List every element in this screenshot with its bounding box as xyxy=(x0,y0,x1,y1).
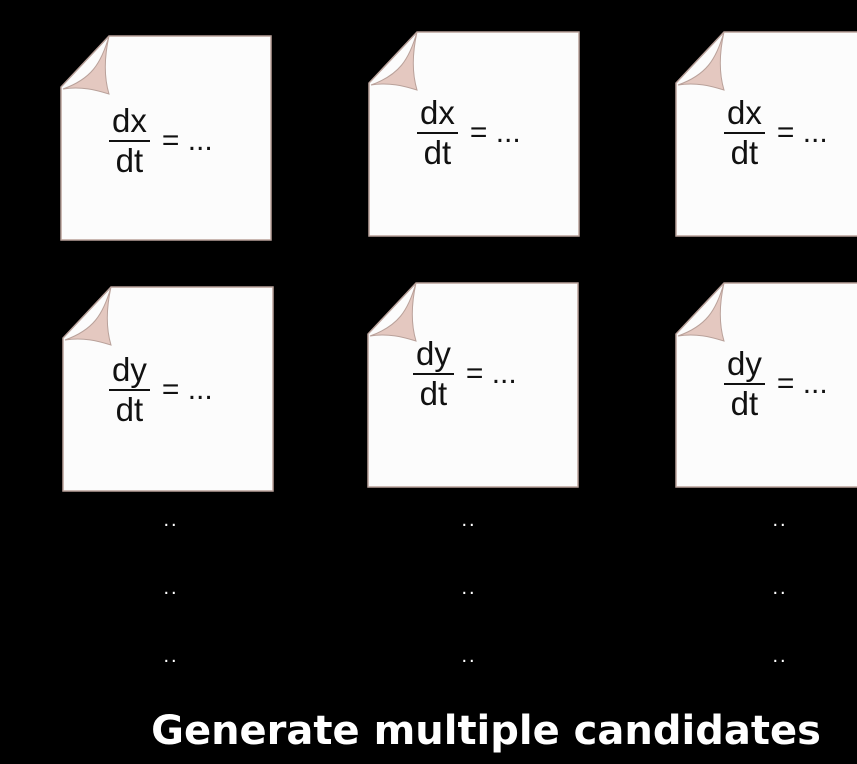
numerator: dy xyxy=(724,347,765,385)
paper-sheet-icon xyxy=(675,31,857,237)
derivative-fraction: dx dt xyxy=(109,104,150,177)
equation: dy dt = ... xyxy=(109,353,213,426)
paper-sheet-icon xyxy=(368,31,580,237)
paper-sheet-icon xyxy=(675,282,857,488)
numerator: dx xyxy=(724,96,765,134)
continuation-dots: .. xyxy=(772,509,788,531)
caption: Generate multiple candidates xyxy=(151,708,821,754)
candidate-card-dx-1: dx dt = ... xyxy=(60,34,272,241)
equation: dx dt = ... xyxy=(109,104,213,177)
denominator: dt xyxy=(730,385,759,422)
continuation-dots: .. xyxy=(772,645,788,667)
equation: dx dt = ... xyxy=(417,96,521,169)
candidate-card-dy-1: dy dt = ... xyxy=(62,285,274,492)
paper-sheet-icon xyxy=(367,282,579,488)
candidate-card-dx-2: dx dt = ... xyxy=(368,30,580,237)
derivative-fraction: dy dt xyxy=(413,337,454,410)
candidate-card-dy-2: dy dt = ... xyxy=(367,281,579,488)
derivative-fraction: dx dt xyxy=(724,96,765,169)
equation-rhs: = ... xyxy=(469,115,521,149)
continuation-dots: .. xyxy=(772,577,788,599)
denominator: dt xyxy=(419,375,448,412)
derivative-fraction: dy dt xyxy=(109,353,150,426)
equation: dx dt = ... xyxy=(724,96,828,169)
equation: dy dt = ... xyxy=(413,337,517,410)
numerator: dx xyxy=(417,96,458,134)
equation-rhs: = ... xyxy=(161,123,213,157)
continuation-dots: .. xyxy=(163,509,179,531)
continuation-dots: .. xyxy=(461,645,477,667)
candidate-card-dx-3: dx dt = ... xyxy=(675,30,857,237)
denominator: dt xyxy=(423,134,452,171)
denominator: dt xyxy=(115,142,144,179)
numerator: dy xyxy=(413,337,454,375)
denominator: dt xyxy=(115,391,144,428)
denominator: dt xyxy=(730,134,759,171)
equation-rhs: = ... xyxy=(161,372,213,406)
numerator: dy xyxy=(109,353,150,391)
derivative-fraction: dy dt xyxy=(724,347,765,420)
candidate-card-dy-3: dy dt = ... xyxy=(675,281,857,488)
numerator: dx xyxy=(109,104,150,142)
continuation-dots: .. xyxy=(461,509,477,531)
equation: dy dt = ... xyxy=(724,347,828,420)
equation-rhs: = ... xyxy=(776,366,828,400)
derivative-fraction: dx dt xyxy=(417,96,458,169)
paper-sheet-icon xyxy=(62,286,274,492)
equation-rhs: = ... xyxy=(776,115,828,149)
paper-sheet-icon xyxy=(60,35,272,241)
continuation-dots: .. xyxy=(461,577,477,599)
continuation-dots: .. xyxy=(163,577,179,599)
equation-rhs: = ... xyxy=(465,356,517,390)
continuation-dots: .. xyxy=(163,645,179,667)
